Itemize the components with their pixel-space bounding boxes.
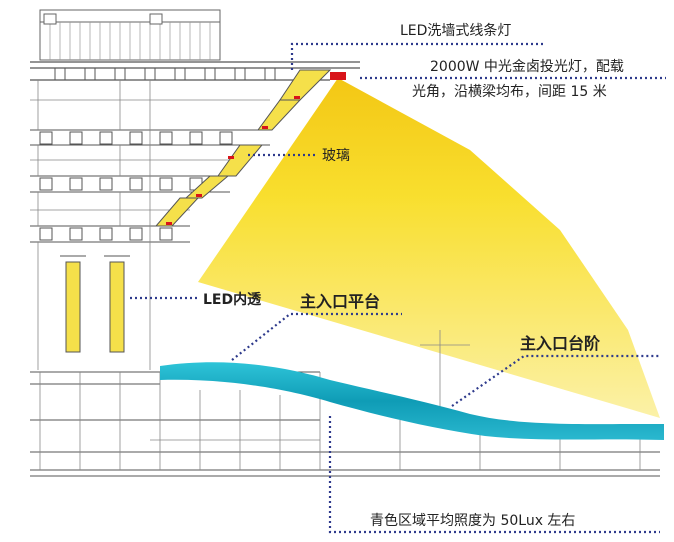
floodlight-fixture	[330, 72, 346, 80]
led-inner-columns	[60, 255, 130, 353]
label-main-steps: 主入口台阶	[520, 334, 601, 353]
label-floodlight-line2: 光角，沿横梁均布，间距 15 米	[412, 84, 607, 100]
light-beam	[198, 78, 660, 418]
roof-beam	[30, 61, 360, 81]
glass-bays	[154, 69, 332, 227]
label-main-platform: 主入口平台	[300, 292, 381, 311]
label-floodlight-line1: 2000W 中光金卤投光灯，配载	[430, 59, 624, 75]
roof-structure	[39, 9, 221, 61]
callout-lines	[130, 42, 666, 534]
cyan-ground-band	[160, 362, 664, 440]
label-cyan-note: 青色区域平均照度为 50Lux 左右	[370, 513, 576, 529]
label-led-wash: LED洗墙式线条灯	[400, 23, 512, 39]
label-led-inner: LED内透	[203, 292, 262, 308]
label-glass: 玻璃	[322, 148, 350, 164]
